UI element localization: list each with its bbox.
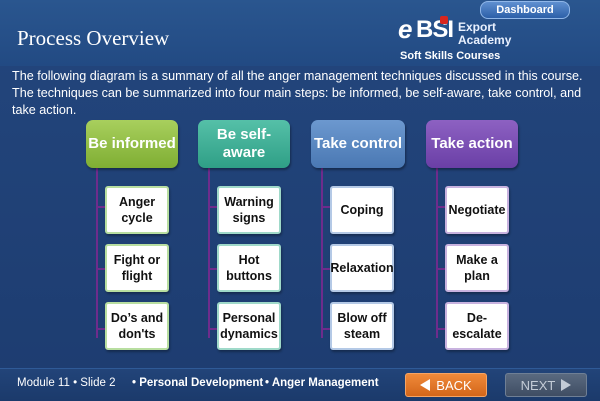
arrow-left-icon bbox=[420, 379, 431, 391]
step-be-self-aware: Be self-aware bbox=[198, 120, 290, 168]
branch-1-2 bbox=[96, 268, 105, 270]
logo-line-export: Export bbox=[458, 20, 497, 34]
intro-text: The following diagram is a summary of al… bbox=[12, 69, 583, 117]
logo-line-soft-skills: Soft Skills Courses bbox=[400, 50, 501, 62]
logo-line-academy: Academy bbox=[458, 33, 512, 47]
bullet-icon: • bbox=[265, 377, 270, 389]
branch-2-1 bbox=[208, 206, 217, 208]
dashboard-button[interactable]: Dashboard bbox=[480, 1, 570, 19]
branch-3-3 bbox=[321, 328, 330, 330]
branch-2-2 bbox=[208, 268, 217, 270]
back-button[interactable]: BACK bbox=[405, 373, 487, 397]
step-take-action: Take action bbox=[426, 120, 518, 168]
branch-1-1 bbox=[96, 206, 105, 208]
logo-accent bbox=[440, 16, 448, 24]
logo: e BSI Export Academy Soft Skills Courses bbox=[398, 8, 518, 64]
breadcrumb-topic-wrap: • Anger Management bbox=[265, 377, 379, 389]
bullet-icon: • bbox=[132, 377, 137, 389]
card-warning-signs: Warning signs bbox=[217, 186, 281, 234]
card-make-a-plan: Make a plan bbox=[445, 244, 509, 292]
connector-4 bbox=[436, 168, 438, 338]
bullet-icon: • bbox=[73, 377, 78, 389]
breadcrumb-topic: Anger Management bbox=[271, 377, 379, 389]
branch-4-2 bbox=[436, 268, 445, 270]
step-be-informed: Be informed bbox=[86, 120, 178, 168]
next-button[interactable]: NEXT bbox=[505, 373, 587, 397]
module-number: Module 11 bbox=[17, 377, 70, 389]
card-dos-and-donts: Do’s and don'ts bbox=[105, 302, 169, 350]
card-fight-or-flight: Fight or flight bbox=[105, 244, 169, 292]
branch-4-3 bbox=[436, 328, 445, 330]
next-label: NEXT bbox=[520, 377, 556, 393]
slide-number: Slide 2 bbox=[80, 377, 116, 389]
logo-e: e bbox=[398, 14, 413, 44]
back-label: BACK bbox=[436, 377, 472, 393]
footer-bar bbox=[0, 368, 600, 401]
card-personal-dynamics: Personal dynamics bbox=[217, 302, 281, 350]
card-hot-buttons: Hot buttons bbox=[217, 244, 281, 292]
branch-2-3 bbox=[208, 328, 217, 330]
breadcrumb-course: Personal Development bbox=[139, 377, 264, 389]
card-coping: Coping bbox=[330, 186, 394, 234]
breadcrumb: • Personal Development bbox=[132, 377, 263, 389]
card-negotiate: Negotiate bbox=[445, 186, 509, 234]
card-de-escalate: De-escalate bbox=[445, 302, 509, 350]
card-blow-off-steam: Blow off steam bbox=[330, 302, 394, 350]
branch-3-1 bbox=[321, 206, 330, 208]
connector-3 bbox=[321, 168, 323, 338]
branch-1-3 bbox=[96, 328, 105, 330]
card-anger-cycle: Anger cycle bbox=[105, 186, 169, 234]
card-relaxation: Relaxation bbox=[330, 244, 394, 292]
module-label: Module 11 • Slide 2 bbox=[17, 377, 115, 389]
connector-2 bbox=[208, 168, 210, 338]
arrow-right-icon bbox=[561, 379, 572, 391]
connector-1 bbox=[96, 168, 98, 338]
step-take-control: Take control bbox=[311, 120, 405, 168]
branch-4-1 bbox=[436, 206, 445, 208]
branch-3-2 bbox=[321, 268, 330, 270]
page-title: Process Overview bbox=[17, 26, 170, 50]
